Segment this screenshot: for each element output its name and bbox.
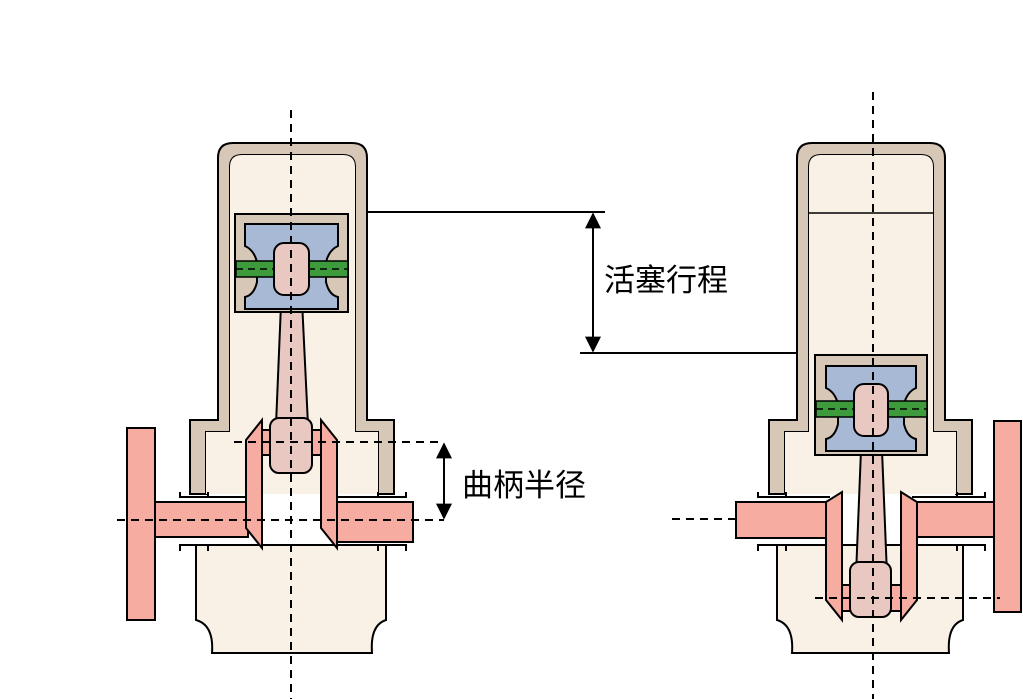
left-crank-web-right [320,417,338,551]
right-flywheel [993,420,1022,613]
crank-radius-dimension: 曲柄半径 [436,442,586,520]
right-engine [672,92,1022,699]
stroke-label: 活塞行程 [604,263,728,299]
right-rod-big-end [849,561,892,618]
left-crank-web-left [245,417,263,551]
left-engine [117,110,444,699]
right-shaft-right [915,501,995,538]
left-shaft-right [336,501,414,543]
right-bearing-marks [757,492,986,551]
stroke-dimension: 活塞行程 [367,211,797,354]
left-flywheel [126,427,156,621]
right-crank-web-left [825,490,843,623]
right-shaft-left [735,501,829,539]
left-crankcase [195,544,387,654]
right-rod-small-end [853,383,889,437]
right-crank-web-right [900,490,918,623]
left-bearing-marks [179,492,407,551]
crank-radius-label: 曲柄半径 [462,468,586,504]
